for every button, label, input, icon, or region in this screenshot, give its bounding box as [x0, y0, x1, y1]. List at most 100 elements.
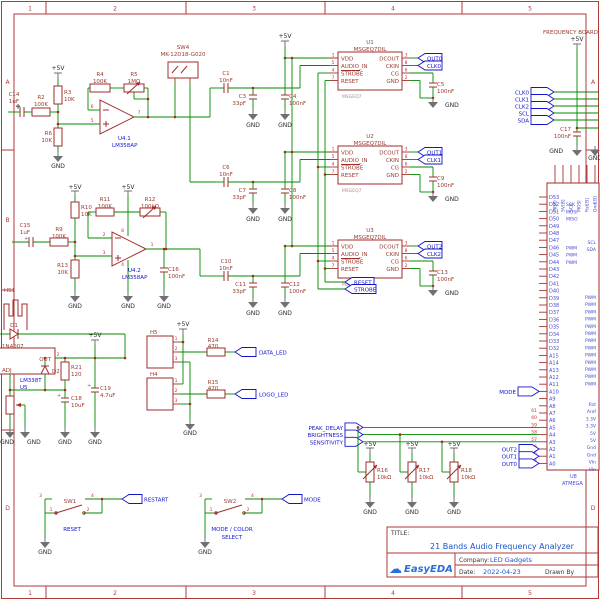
mcu-u8[interactable]: MISO 5V[B] SCK MOSI Rst[B] Gnd[B] D53	[499, 165, 600, 487]
mcu-top-pin: MISO	[553, 165, 559, 212]
net-flag[interactable]	[417, 154, 443, 165]
cap-value: 10nF	[219, 78, 233, 84]
resistor-r11[interactable]	[95, 207, 115, 217]
res-ref: R6	[45, 131, 53, 137]
pin-number: 2	[405, 75, 408, 81]
vcc-label: +5V	[364, 441, 378, 448]
cap-value: 10uF	[71, 403, 85, 409]
pin-number: 8	[405, 154, 408, 160]
tact-switch[interactable]: 3 4 SW1 1 2 RESTART RESET GND	[38, 493, 169, 556]
net-flag[interactable]	[518, 458, 540, 469]
resistor-r13[interactable]	[70, 259, 80, 279]
power-supply[interactable]: HS1 D1 1N4007 OUT 2 ADJ LM338T U5 D2 R21…	[0, 288, 127, 446]
switch-sw4[interactable]: SW4 MK-12D18-G020	[161, 45, 216, 183]
potentiometer[interactable]: +5V R17 10kΩ GND	[400, 441, 433, 516]
net-flag-row[interactable]: SENSITIVITY	[310, 436, 539, 447]
net-flag-row[interactable]: SDA	[518, 115, 599, 125]
schematic-title: 21 Bands Audio Frequency Analyzer	[430, 542, 575, 551]
polarity-plus-icon: +	[16, 104, 20, 110]
gnd-label: GND	[447, 509, 461, 516]
pin-name: D51	[549, 209, 559, 215]
frequency-board-connector[interactable]: FREQUENCY BOARD +5V CLK0 CLK1 CLK2 SCL S…	[515, 30, 600, 162]
net-flag[interactable]	[517, 386, 540, 397]
res-value: 10K	[64, 97, 75, 103]
diode-d1[interactable]	[9, 328, 19, 340]
resistor-r4[interactable]	[89, 83, 111, 93]
diode-ref: D1	[10, 323, 18, 329]
header-ref: H5	[150, 330, 158, 336]
msgeq-row[interactable]: C1 10nF GND C3 33pF GND C4 100nF U1 MSGE…	[216, 40, 459, 129]
resistor-r10[interactable]	[70, 201, 80, 219]
resistor-r21[interactable]	[60, 361, 70, 381]
opamp-value: LM358AP	[122, 275, 148, 281]
resistor-r9[interactable]	[49, 237, 69, 247]
gnd-icon	[427, 191, 439, 203]
net-flag[interactable]	[417, 60, 443, 71]
potentiometer[interactable]: +5V R16 10kΩ GND	[358, 441, 391, 516]
net-flag[interactable]	[344, 436, 364, 447]
pin-name: AUDIO_IN	[341, 64, 367, 70]
cap-value: 33pF	[232, 195, 246, 201]
resistor-r15[interactable]	[206, 389, 226, 399]
opamp-u4-2[interactable]	[111, 231, 148, 267]
resistor-r14[interactable]	[206, 347, 226, 357]
preamp-stage2[interactable]: +5V R10 10K C15 1uF + R9 100K R13 10K GN…	[12, 184, 216, 310]
regulator-value: LM338T	[20, 378, 42, 384]
net-flag[interactable]	[344, 284, 377, 294]
pin-function: Gnd	[587, 452, 596, 458]
mcu-left-pin: A4 58	[531, 430, 555, 439]
res-ref: R21	[71, 365, 82, 371]
pin-name: D41	[549, 281, 559, 287]
gnd-label: GND	[588, 155, 600, 162]
pin-function: PWM	[585, 367, 596, 373]
pin-number: 58	[531, 430, 537, 436]
mcu-body[interactable]	[546, 182, 600, 471]
opamp-ref: U4.2	[128, 268, 141, 274]
gnd-icon	[571, 145, 583, 157]
opamp-u4-1[interactable]	[99, 99, 136, 135]
tact-switch[interactable]: 3 4 SW2 1 2 MODE MODE / COLOR SELECT GND	[198, 493, 321, 556]
vcc-icon	[178, 328, 188, 335]
mcu-left-pin: D37	[539, 310, 559, 316]
pin-number: 2	[405, 263, 408, 269]
pin-function: VIn	[589, 467, 596, 473]
net-flag[interactable]	[281, 494, 303, 504]
pin-number: 1	[210, 507, 213, 513]
pin-name: A9	[549, 397, 556, 403]
vcc-label: +5V	[406, 441, 420, 448]
header-h5[interactable]	[146, 335, 174, 369]
freq-flags: CLK0 CLK1 CLK2 SCL SDA	[515, 87, 599, 125]
resistor-r3[interactable]	[53, 85, 63, 105]
pin-number: 1	[332, 53, 335, 59]
msgeq-row[interactable]: C10 10nF GND C11 33pF GND C12 100nF U3 M…	[216, 228, 459, 317]
net-flag-row[interactable]: PEAK_DELAY	[308, 422, 539, 433]
mcu-left-pin: D39	[539, 296, 559, 302]
net-flag-label: CLK0	[427, 64, 442, 70]
potentiometer[interactable]: +5V R18 10kΩ GND	[442, 441, 475, 516]
net-flag[interactable]	[417, 248, 443, 259]
cap-value: 33pF	[232, 101, 246, 107]
mcu-top-pins: MISO 5V[B] SCK MOSI Rst[B] Gnd[B]	[553, 165, 599, 212]
adjust-potentiometer[interactable]	[5, 395, 15, 415]
heatsink-ref: HS1	[4, 288, 15, 294]
resistor-r2[interactable]	[31, 107, 51, 117]
header-h4[interactable]	[146, 377, 174, 411]
preamp-stage1[interactable]: +5V C14 1uF + R2 100K R3 10K R6 10K GND …	[8, 65, 210, 170]
resistor-r6[interactable]	[53, 127, 63, 147]
pin-name: MISO	[553, 200, 559, 212]
vcc-icon	[449, 447, 459, 454]
net-flag[interactable]	[234, 347, 257, 357]
pin-function: Aref	[587, 409, 597, 415]
net-flag[interactable]	[234, 389, 257, 399]
date-value: 2022-04-23	[483, 568, 521, 576]
msgeq-row[interactable]: C6 10nF GND C7 33pF GND C8 100nF U2 MSGE…	[216, 134, 459, 223]
net-flag[interactable]	[121, 494, 143, 504]
net-flag[interactable]	[530, 115, 555, 125]
gnd-icon	[247, 297, 259, 309]
pin-name: D43	[549, 267, 559, 273]
mcu-left-pin: D49	[539, 224, 559, 230]
led-headers[interactable]: H5 1 2 3 H4 1 2 3 +5V R14 470 DATA_LED R…	[146, 321, 288, 437]
switch-ref: SW1	[64, 499, 76, 505]
mcu-left-pin: A8	[539, 404, 556, 410]
pin-function: PWM	[585, 345, 596, 351]
